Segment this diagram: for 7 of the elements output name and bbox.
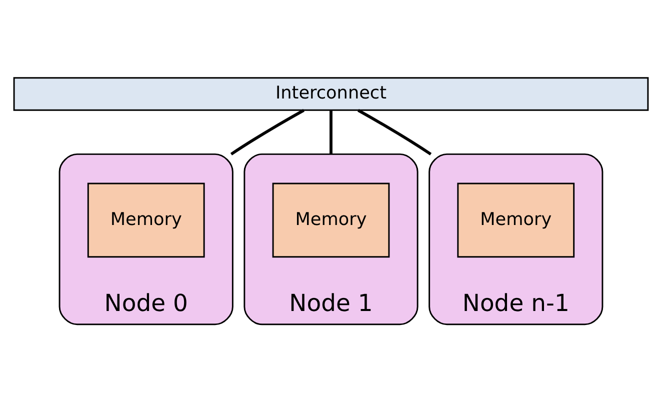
- connector: [358, 108, 432, 155]
- node-box: Memory: [87, 182, 205, 258]
- connector: [230, 108, 304, 155]
- connector: [330, 110, 332, 154]
- node-box: Memory: [457, 182, 575, 258]
- node-box: Interconnect: [13, 76, 649, 110]
- node-box: Memory: [272, 182, 390, 258]
